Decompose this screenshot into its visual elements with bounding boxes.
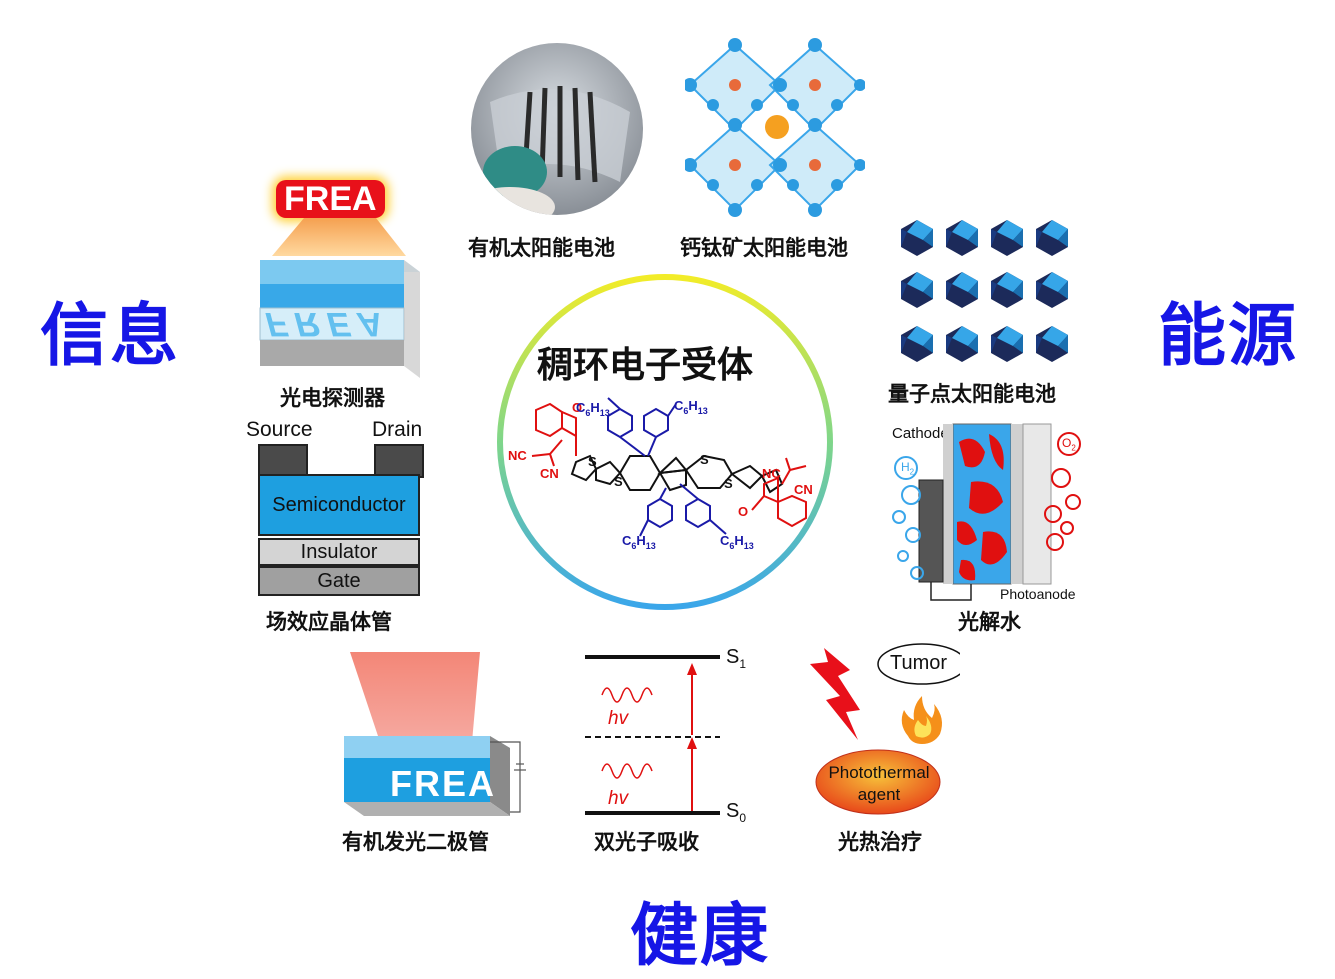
- source-electrode: [258, 444, 308, 478]
- caption-perovskite: 钙钛矿太阳能电池: [680, 236, 848, 260]
- cn-right: CN: [794, 482, 813, 497]
- photoanode-label: Photoanode: [1000, 586, 1076, 602]
- perovskite-lattice: [685, 38, 865, 217]
- oled-device: [344, 652, 526, 816]
- caption-water-split: 光解水: [958, 610, 1021, 634]
- category-energy: 能源: [1158, 297, 1299, 376]
- sulfur-4: S: [724, 476, 733, 491]
- cathode-label: Cathode: [892, 425, 949, 442]
- water-splitting-cell: [892, 423, 1081, 601]
- organic-solar-photo: [471, 43, 643, 215]
- center-molecule-panel: O NC CN NC CN O S S S S C6H13 C6H13 C6H1…: [497, 274, 833, 610]
- agent-line-1: Photothermal: [828, 763, 930, 782]
- caption-quantum-dot: 量子点太阳能电池: [888, 382, 1056, 406]
- caption-photothermal: 光热治疗: [838, 830, 922, 854]
- drain-label: Drain: [372, 418, 423, 441]
- caption-two-photon: 双光子吸收: [594, 830, 699, 854]
- category-health: 健康: [630, 897, 771, 976]
- h2-label: H2: [901, 460, 915, 477]
- hv-label-lower: hv: [608, 788, 629, 809]
- carbonyl-o-left: O: [572, 400, 582, 415]
- source-label: Source: [246, 418, 313, 441]
- frea-mirror-text: FREA: [261, 305, 396, 343]
- center-ring: [497, 274, 833, 610]
- nc-left: NC: [508, 448, 527, 463]
- center-title: 稠环电子受体: [537, 345, 754, 386]
- insulator-layer: Insulator: [258, 538, 420, 566]
- o2-label: O2: [1062, 436, 1076, 453]
- photothermal-agent-label: Photothermal agent: [814, 762, 944, 806]
- alkyl-label-4: C6H13: [720, 533, 754, 551]
- alkyl-label-1: C6H13: [576, 400, 610, 418]
- nc-right: NC: [762, 466, 781, 481]
- alkyl-label-3: C6H13: [622, 533, 656, 551]
- sulfur-2: S: [614, 474, 623, 489]
- s1-label: S1: [726, 646, 747, 671]
- caption-photodetector: 光电探测器: [280, 386, 385, 410]
- two-photon-diagram: [585, 655, 720, 815]
- drain-electrode: [374, 444, 424, 478]
- hv-label-upper: hv: [608, 708, 629, 729]
- semiconductor-layer: Semiconductor: [258, 474, 420, 536]
- caption-oled: 有机发光二极管: [342, 830, 489, 854]
- photodetector-device: [259, 218, 420, 378]
- sulfur-1: S: [588, 454, 597, 469]
- caption-organic-solar: 有机太阳能电池: [468, 236, 615, 260]
- oled-frea-label: FREA: [390, 763, 496, 804]
- carbonyl-o-right: O: [738, 504, 748, 519]
- tumor-label: Tumor: [890, 652, 948, 674]
- photothermal-graphic: [810, 643, 960, 815]
- sulfur-3: S: [700, 452, 709, 467]
- frea-badge: FREA: [276, 180, 385, 218]
- s0-label: S0: [726, 800, 747, 825]
- caption-transistor: 场效应晶体管: [266, 610, 392, 634]
- cn-left: CN: [540, 466, 559, 481]
- gate-layer: Gate: [258, 566, 420, 596]
- category-info: 信息: [40, 297, 181, 376]
- alkyl-label-2: C6H13: [674, 398, 708, 416]
- quantum-dot-array: [901, 220, 1068, 362]
- agent-line-2: agent: [857, 785, 901, 804]
